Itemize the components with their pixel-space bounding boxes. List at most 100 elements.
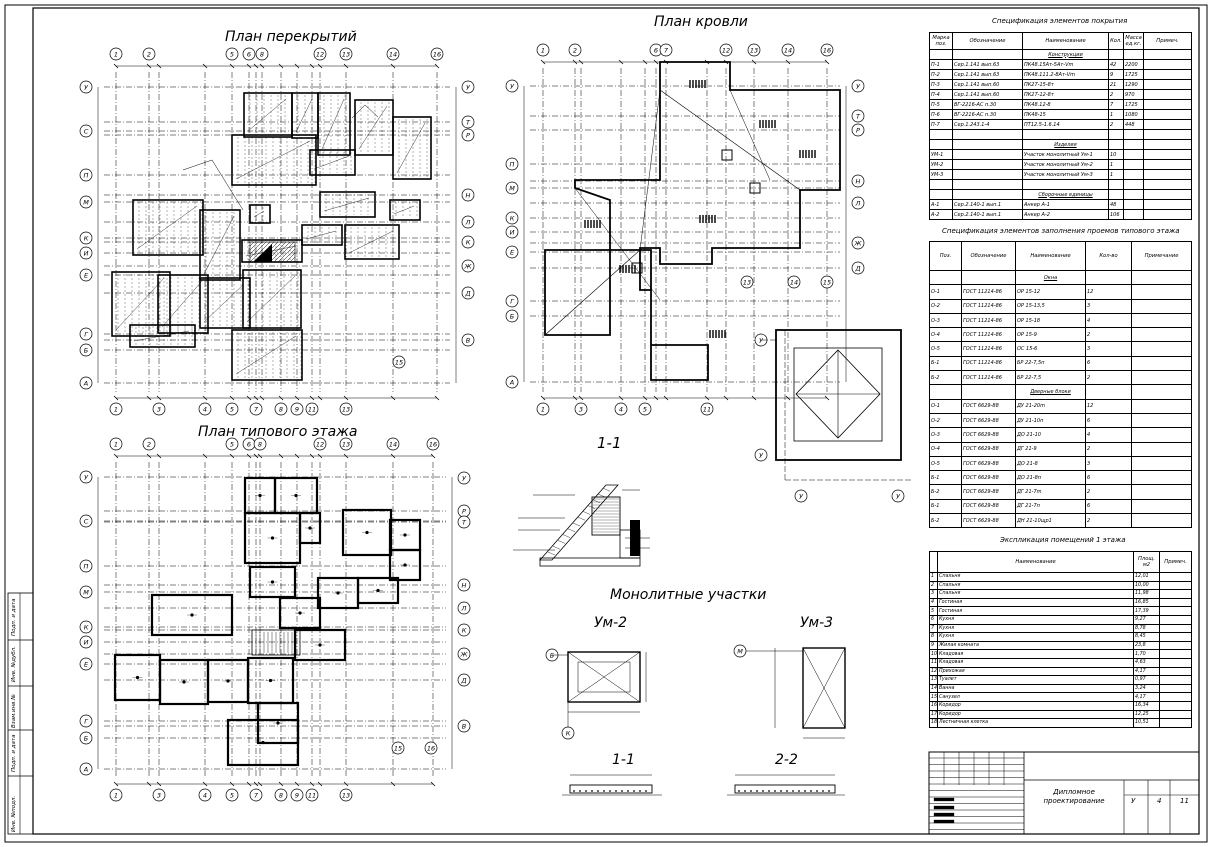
table-cell (952, 129, 1023, 140)
table-cell (1131, 298, 1192, 314)
dim-tick (785, 395, 791, 401)
table-cell: Б-1 (929, 498, 962, 515)
dim-tick (229, 781, 235, 787)
table-cell (1159, 580, 1192, 591)
dim-tick (578, 395, 584, 401)
slab-panel (243, 92, 293, 138)
dim-tick (618, 395, 624, 401)
table-cell: Участок монолитный Ум-1 (1022, 149, 1109, 160)
table-cell: ОС 15-6 (1015, 341, 1086, 357)
section-cell (1108, 139, 1124, 150)
slab-plan-axis-left-label: М (83, 198, 89, 206)
panel-arrow (393, 205, 415, 215)
roof-plan-axis-left-label: К (510, 214, 515, 222)
table-cell (1159, 589, 1192, 599)
table-cell: ГОСТ 6629-88 (961, 412, 1016, 429)
dim-tick (704, 395, 710, 401)
typical-plan-axis-left-label: Е (84, 660, 89, 668)
side-label-4: Инв. №дубл. (11, 646, 17, 682)
slab-plan-axis-top (339, 47, 353, 61)
table-cell: ДГ 21-7m (1015, 484, 1086, 500)
typical-plan-axis-left-label: Г (84, 717, 89, 725)
panel-arrow (136, 205, 198, 250)
slab-plan-axis-top-label: 6 (247, 50, 251, 58)
table-cell: 1 (929, 572, 938, 582)
title-block-mark (933, 812, 955, 817)
table-cell: ВГ-2216-АС п.30 (952, 99, 1023, 110)
table-cell: ПК48.15Ат-5Ат-Vm (1022, 59, 1109, 70)
table-cell: 11,98 (1133, 589, 1160, 599)
section-rebar (780, 790, 782, 792)
slab-plan-axis-bottom (339, 402, 353, 416)
typical-plan-axis-right (457, 578, 471, 592)
typical-plan-axis-top (339, 437, 353, 451)
roof-ridge (659, 89, 801, 191)
slab-plan-axis-left-label: У (84, 83, 89, 91)
table-cell (1143, 129, 1192, 140)
header-cell: Кол. (1108, 32, 1124, 50)
slab-plan-axis-top-label: 16 (433, 50, 441, 58)
table-cell (1123, 209, 1144, 220)
roof-plan-axis-bottom (638, 402, 652, 416)
section-hatch (602, 488, 611, 492)
dim-tick (390, 63, 396, 69)
slab-plan-axis-bottom (225, 402, 239, 416)
dim-tick (259, 63, 265, 69)
section-hatch (577, 517, 586, 521)
section-title: 1-1 (597, 434, 622, 452)
roof-plan-axis-top-label: 12 (722, 46, 730, 54)
panel-arrow (396, 122, 426, 174)
roof-plan-axis-top-label: 13 (750, 46, 758, 54)
section-rebar (591, 790, 593, 792)
table-cell: О-2 (929, 412, 962, 429)
header-cell: Наименование (1022, 32, 1109, 50)
slab-plan-axis-top (430, 47, 444, 61)
slab-plan-axis-bottom (249, 402, 263, 416)
section-cell (929, 49, 953, 60)
dim-tick (663, 395, 669, 401)
section-rebar (810, 790, 812, 792)
table-cell: ОР 15-9 (1015, 327, 1086, 343)
slab-panel (309, 149, 356, 176)
table-cell: 4,17 (1133, 692, 1160, 702)
typical-plan-axis-left (79, 635, 93, 649)
table-cell: Кухня (937, 623, 1134, 634)
panel-arrow (203, 215, 235, 275)
inner-frame (32, 7, 1200, 835)
slab-panel (111, 271, 171, 337)
table-cell: 17,39 (1133, 606, 1160, 616)
panel-arrow (253, 210, 265, 218)
staircase (251, 629, 301, 656)
panel-arrow (235, 140, 311, 180)
section-wall (591, 496, 621, 536)
section-rebar (627, 790, 629, 792)
table-cell (929, 129, 953, 140)
table-cell: О-3 (929, 427, 962, 443)
roof-plan-axis-top (719, 43, 733, 57)
table-cell: ГОСТ 6629-88 (961, 398, 1016, 414)
dim-tick (202, 395, 208, 401)
table-cell (1131, 441, 1192, 457)
slab-plan-axis-bottom (198, 402, 212, 416)
table-cell: 12 (929, 666, 938, 677)
section-hatch (562, 534, 571, 538)
roof-hatch-box (721, 149, 733, 161)
dim-tick (642, 59, 648, 65)
table-cell: 448 (1123, 119, 1144, 130)
table-cell (1143, 89, 1192, 100)
table-cell: Гостиная (937, 597, 1134, 608)
dim-tick (578, 59, 584, 65)
dim-tick (278, 63, 284, 69)
detail-axis-label: У (759, 336, 764, 344)
slab-panel (389, 199, 421, 221)
table-cell (952, 179, 1023, 190)
table-cell (1143, 69, 1192, 80)
section-rebar (738, 790, 740, 792)
